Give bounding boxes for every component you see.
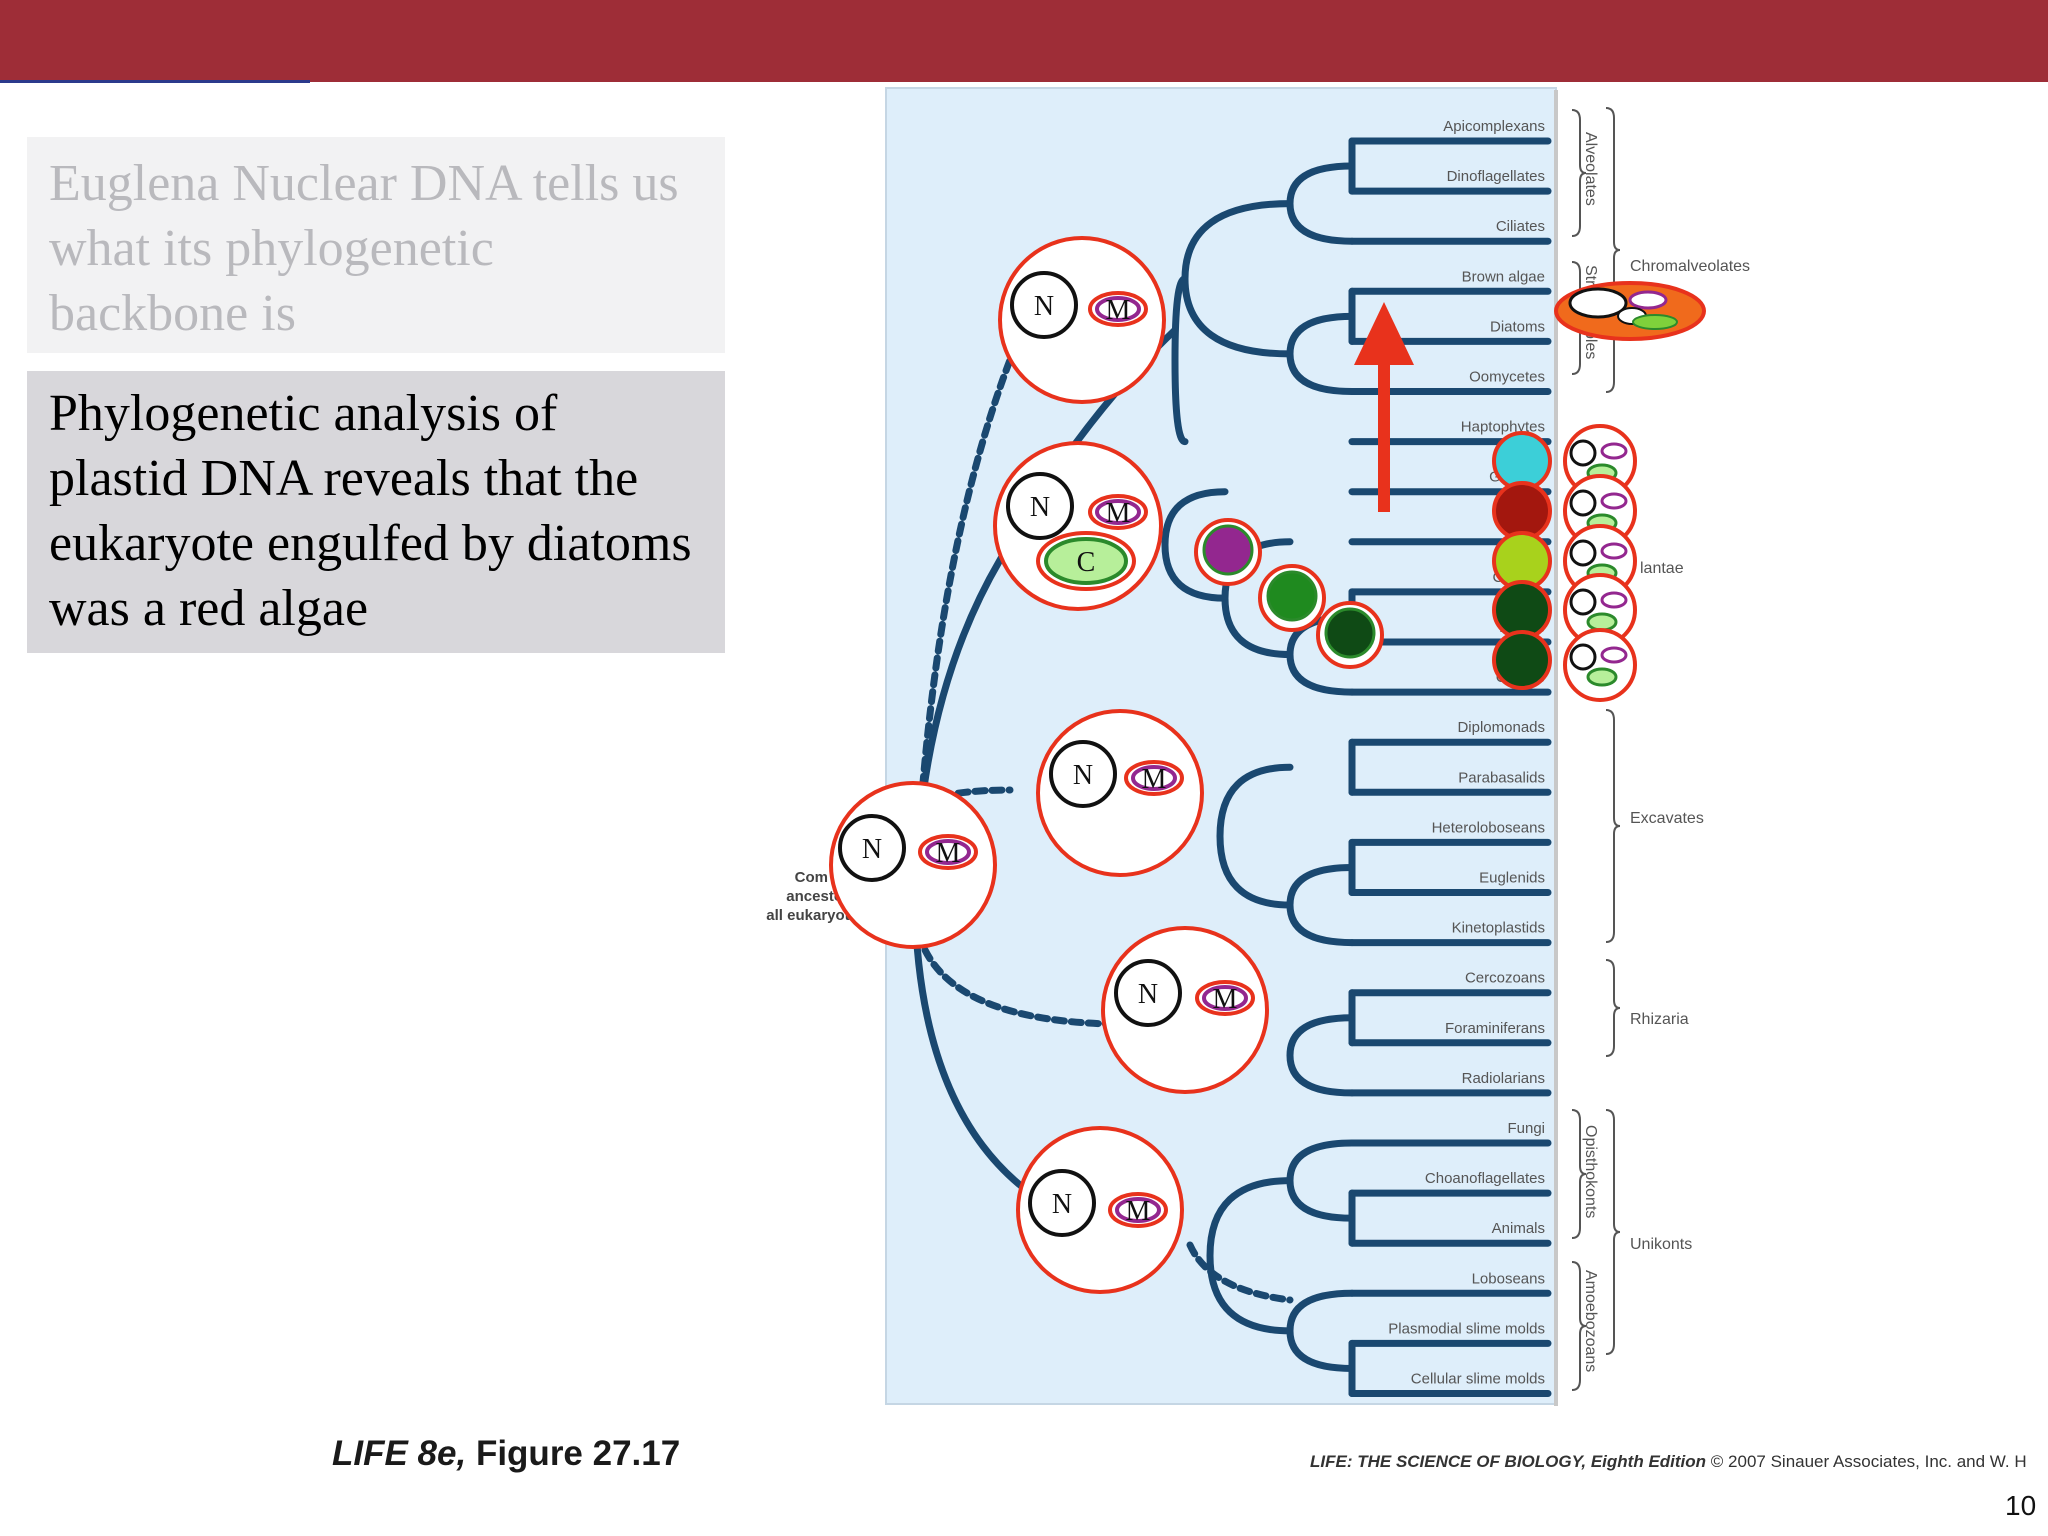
nucleus xyxy=(1049,740,1117,808)
glaucophyte-plastid xyxy=(1492,431,1552,491)
taxon-label: Foraminiferans xyxy=(1445,1020,1545,1037)
nucleus-label: N xyxy=(1030,492,1050,523)
main-text: Phylogenetic analysis of plastid DNA rev… xyxy=(49,385,692,637)
small-plantae-cells xyxy=(1563,424,1637,702)
figure-caption-number: Figure 27.17 xyxy=(475,1434,681,1473)
tree-branch-dashed xyxy=(1186,1241,1294,1304)
green-algae-plastid-cell-2 xyxy=(1316,601,1384,669)
tree-branch xyxy=(1206,1177,1294,1335)
taxon-label: Dinoflagellates xyxy=(1447,168,1545,185)
small-plantae-cell xyxy=(1563,573,1637,647)
diatom-secondary-endosymbiont-cell xyxy=(1554,281,1706,341)
nucleus xyxy=(1114,959,1182,1027)
nucleus-label: N xyxy=(862,834,882,865)
taxon-label: Kinetoplastids xyxy=(1452,920,1545,937)
red-algae-plastid xyxy=(1492,481,1552,541)
slide-number: 10 xyxy=(2005,1490,2037,1521)
figure-caption-book: LIFE 8e, xyxy=(332,1434,467,1473)
tree-branch xyxy=(1161,488,1229,602)
nucleus xyxy=(1006,472,1074,540)
nucleus-label: N xyxy=(1138,979,1158,1010)
taxon-label: Ciliates xyxy=(1496,218,1545,235)
plantae-plastid-dots xyxy=(1492,431,1552,690)
taxon-label: Loboseans xyxy=(1472,1270,1545,1287)
group-label-amoebozoans: Amoebozoans xyxy=(1582,1270,1599,1372)
mitochondrion-label: M xyxy=(1126,1196,1151,1227)
nucleus xyxy=(1028,1169,1096,1237)
plantae-ancestor-cell: N MC xyxy=(993,441,1163,611)
nucleus-label: N xyxy=(1052,1189,1072,1220)
taxon-label: Heteroloboseans xyxy=(1432,819,1545,836)
group-label-plantae: lantae xyxy=(1640,560,1684,577)
group-brackets xyxy=(1571,107,1621,1391)
group-label-unikonts: Unikonts xyxy=(1630,1236,1692,1253)
taxon-label: Fungi xyxy=(1507,1120,1545,1137)
mitochondrion-label: M xyxy=(1213,984,1238,1015)
group-labels: Alveolates Str ples Opisthokonts Amoeboz… xyxy=(1582,132,1750,1372)
mitochondrion-label: M xyxy=(936,838,961,869)
root-label-line-2: ancesto xyxy=(786,888,843,905)
green-algae-plastid-cell-1 xyxy=(1258,564,1326,632)
tree-branch xyxy=(1286,1014,1356,1097)
tree-panel xyxy=(885,87,1557,1405)
land-plant-plastid xyxy=(1492,580,1552,640)
nucleus xyxy=(1010,271,1078,339)
tree-branch xyxy=(911,901,1044,1204)
taxon-label: Choanoflagellates xyxy=(1425,1170,1545,1187)
taxon-label: Animals xyxy=(1492,1220,1545,1237)
taxon-label: Euglenids xyxy=(1479,870,1545,887)
taxon-label: Diatoms xyxy=(1490,318,1545,335)
faded-text: Euglena Nuclear DNA tells us what its ph… xyxy=(49,155,679,342)
taxon-label: Oomycetes xyxy=(1469,369,1545,386)
taxon-label: Cercozoans xyxy=(1465,970,1545,987)
figure-credit: LIFE: THE SCIENCE OF BIOLOGY, Eighth Edi… xyxy=(1310,1452,2027,1472)
taxon-label: Cellular slime molds xyxy=(1411,1371,1545,1388)
group-label-opisthokonts: Opisthokonts xyxy=(1582,1125,1599,1218)
chloroplast-label: C xyxy=(1077,547,1096,578)
nucleus-label: N xyxy=(1034,291,1054,322)
nucleus-label: N xyxy=(1073,760,1093,791)
red-arrow xyxy=(1354,302,1414,512)
header-accent-line xyxy=(0,80,310,83)
taxon-label: Diplomonads xyxy=(1457,719,1545,736)
charophyte-plastid xyxy=(1492,630,1552,690)
nucleus xyxy=(838,814,906,882)
group-label-alveolates: Alveolates xyxy=(1582,132,1599,206)
taxon-label: Brown algae xyxy=(1462,268,1545,285)
group-label-excavates: Excavates xyxy=(1630,810,1704,827)
group-label-rhizaria: Rhizaria xyxy=(1630,1011,1689,1028)
tree-branch xyxy=(1171,275,1189,446)
group-label-chromalveolates: Chromalveolates xyxy=(1630,258,1750,275)
taxon-label: Parabasalids xyxy=(1458,769,1545,786)
mitochondrion-label: M xyxy=(1106,498,1131,529)
root-label-line-3: all eukaryote xyxy=(766,907,858,924)
figure-caption: LIFE 8e, Figure 27.17 xyxy=(332,1434,680,1474)
header-bar xyxy=(0,0,2048,82)
credit-title: LIFE: THE SCIENCE OF BIOLOGY, Eighth Edi… xyxy=(1310,1452,1707,1471)
taxon-label: Radiolarians xyxy=(1462,1070,1545,1087)
root-label: Com ancesto all eukaryote xyxy=(766,869,858,924)
root-label-line-1: Com xyxy=(795,869,828,886)
tree-branch-dashed xyxy=(921,946,1114,1028)
credit-copyright: © 2007 Sinauer Associates, Inc. and W. H xyxy=(1710,1452,2027,1471)
small-plantae-cell xyxy=(1563,628,1637,702)
mitochondrion-label: M xyxy=(1106,295,1131,326)
group-label-stramenopiles-top: Str xyxy=(1582,265,1599,286)
taxon-label: Apicomplexans xyxy=(1443,118,1545,135)
mitochondrion-label: M xyxy=(1142,764,1167,795)
tree-branch xyxy=(1216,763,1294,909)
plastid-cells xyxy=(1194,518,1384,669)
taxon-label: Plasmodial slime molds xyxy=(1388,1320,1545,1337)
main-text-box: Phylogenetic analysis of plastid DNA rev… xyxy=(27,371,725,653)
faded-text-box: Euglena Nuclear DNA tells us what its ph… xyxy=(27,137,725,353)
red-algae-plastid-cell xyxy=(1194,518,1262,586)
